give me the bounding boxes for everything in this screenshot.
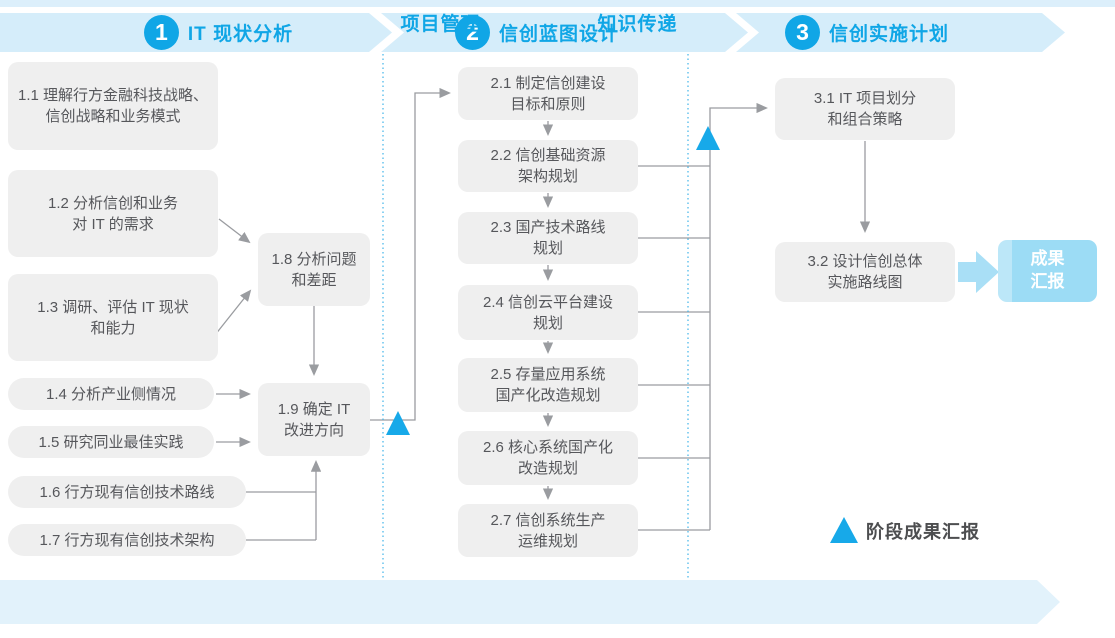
task-box-2-1: 2.1 制定信创建设 目标和原则 (458, 67, 638, 120)
phase-band-3-content: 3 信创实施计划 (784, 15, 949, 50)
connector-1-9-to-2-1 (370, 87, 451, 421)
phase-number-badge-1: 1 (143, 15, 179, 50)
task-box-1-3: 1.3 调研、评估 IT 现状 和能力 (8, 274, 218, 361)
legend-triangle-icon (830, 517, 858, 543)
phase-band-2: 2 信创蓝图设计 (381, 13, 748, 52)
phase-title-1: IT 现状分析 (187, 24, 294, 45)
bottom-band-label-project-management: 项目管理 (400, 13, 481, 35)
task-box-1-5: 1.5 研究同业最佳实践 (8, 426, 214, 458)
task-box-3-1: 3.1 IT 项目划分 和组合策略 (775, 78, 955, 140)
task-box-2-2: 2.2 信创基础资源 架构规划 (458, 140, 638, 192)
connector-1-2-to-1-8 (218, 218, 251, 244)
result-report-box: 成果 汇报 (998, 240, 1097, 302)
task-box-1-7: 1.7 行方现有信创技术架构 (8, 524, 246, 556)
task-box-1-1: 1.1 理解行方金融科技战略、 信创战略和业务模式 (8, 62, 218, 150)
top-accent-strip (0, 0, 1115, 7)
phase-band-2-content: 2 信创蓝图设计 (454, 15, 619, 50)
task-box-2-7: 2.7 信创系统生产 运维规划 (458, 504, 638, 557)
phase-title-2: 信创蓝图设计 (498, 24, 619, 45)
task-box-1-4: 1.4 分析产业侧情况 (8, 378, 214, 410)
task-box-3-2: 3.2 设计信创总体 实施路线图 (775, 242, 955, 302)
task-box-2-5: 2.5 存量应用系统 国产化改造规划 (458, 358, 638, 412)
task-box-2-6: 2.6 核心系统国产化 改造规划 (458, 431, 638, 485)
task-box-2-4: 2.4 信创云平台建设 规划 (458, 285, 638, 340)
task-box-1-9: 1.9 确定 IT 改进方向 (258, 383, 370, 456)
phase-band-3: 3 信创实施计划 (736, 13, 1065, 52)
bottom-band-label-knowledge-transfer: 知识传递 (597, 13, 678, 35)
phase-title-3: 信创实施计划 (828, 24, 949, 45)
connector-collector-to-3-1 (709, 102, 768, 530)
bottom-band (0, 580, 1060, 624)
phase-band-1-content: 1 IT 现状分析 (143, 15, 294, 50)
phase-band-1: 1 IT 现状分析 (0, 13, 392, 52)
milestone-triangle-phase2 (696, 126, 720, 150)
task-box-1-8: 1.8 分析问题 和差距 (258, 233, 370, 306)
connector-1-3-to-1-8 (214, 289, 252, 336)
task-box-1-2: 1.2 分析信创和业务 对 IT 的需求 (8, 170, 218, 257)
task-box-2-3: 2.3 国产技术路线 规划 (458, 212, 638, 264)
phase-number-badge-3: 3 (784, 15, 820, 50)
task-box-1-6: 1.6 行方现有信创技术路线 (8, 476, 246, 508)
legend-label: 阶段成果汇报 (866, 522, 980, 542)
result-arrow (958, 251, 999, 293)
milestone-triangle-phase1 (386, 411, 410, 435)
phase-number-badge-2: 2 (454, 15, 490, 50)
